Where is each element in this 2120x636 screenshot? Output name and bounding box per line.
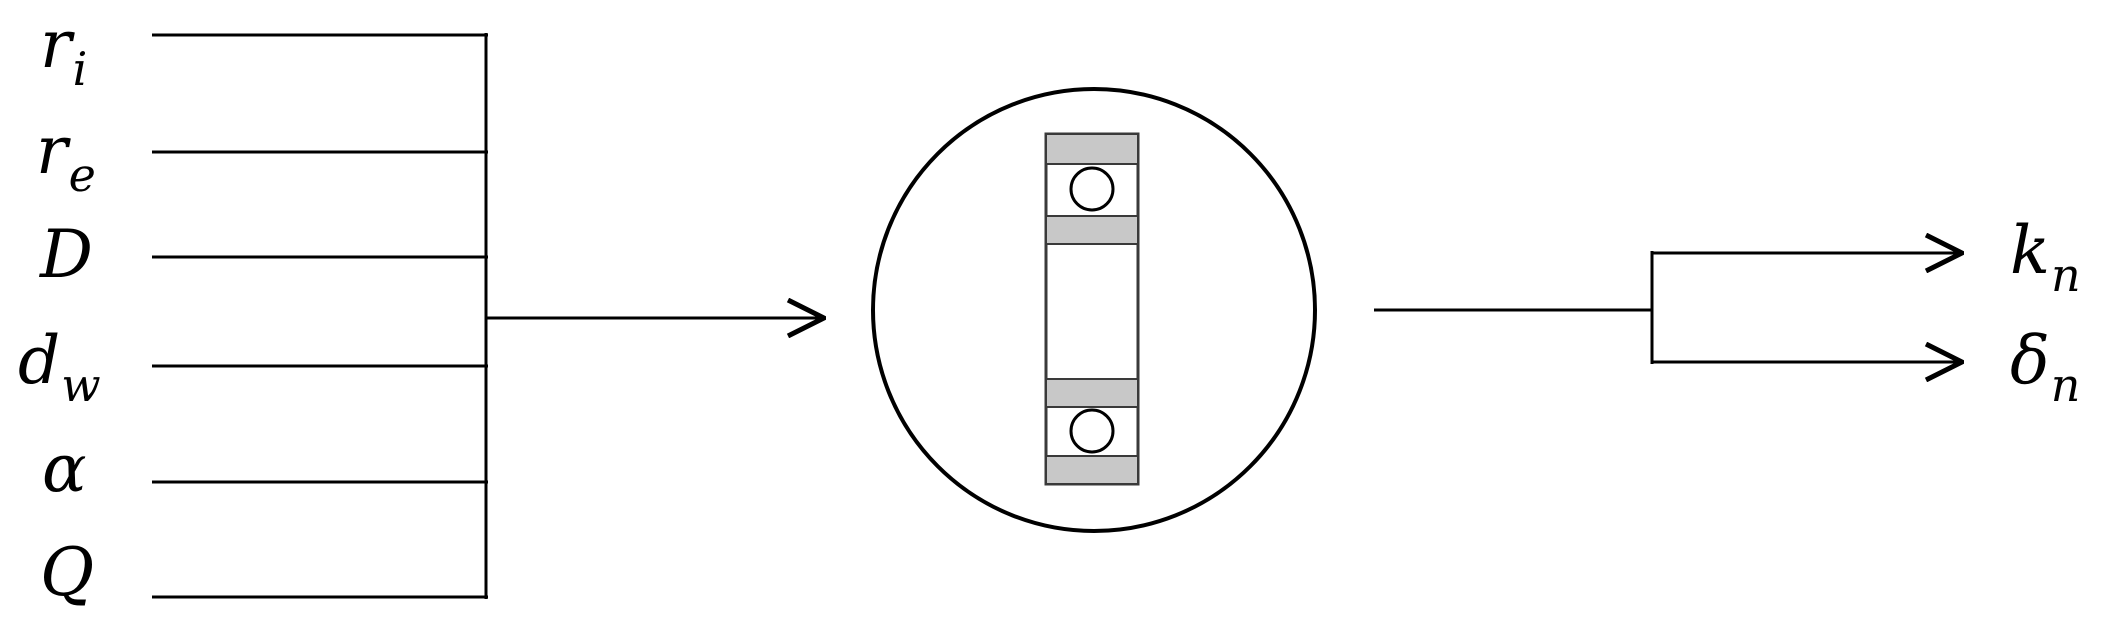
input-label-ri: ri — [40, 12, 87, 93]
output-symbol: k — [2010, 212, 2050, 289]
ball-top — [1069, 166, 1115, 212]
input-label-alpha: α — [42, 436, 88, 502]
ball-bearing-icon — [1044, 132, 1140, 486]
input-symbol: r — [40, 6, 72, 83]
input-label-dw: dw — [18, 328, 101, 409]
input-label-re: re — [36, 118, 96, 199]
input-subscript: i — [72, 42, 88, 96]
input-symbol: α — [42, 430, 87, 507]
input-symbol: D — [40, 216, 93, 293]
input-subscript: w — [61, 358, 101, 412]
output-lines — [1374, 251, 1654, 364]
ball-bottom — [1069, 408, 1115, 454]
input-symbol: Q — [40, 534, 95, 611]
input-lines — [152, 33, 488, 599]
input-subscript: e — [68, 148, 96, 202]
output-subscript: n — [2051, 248, 2081, 302]
input-label-q: Q — [40, 540, 95, 606]
input-label-d: D — [40, 222, 94, 288]
output-label-kn: kn — [2010, 218, 2081, 299]
output-subscript: n — [2050, 358, 2081, 412]
output-label-deltan: δn — [2010, 328, 2080, 409]
input-symbol: r — [36, 112, 68, 189]
output-symbol: δ — [2010, 322, 2050, 399]
input-symbol: d — [18, 322, 61, 399]
